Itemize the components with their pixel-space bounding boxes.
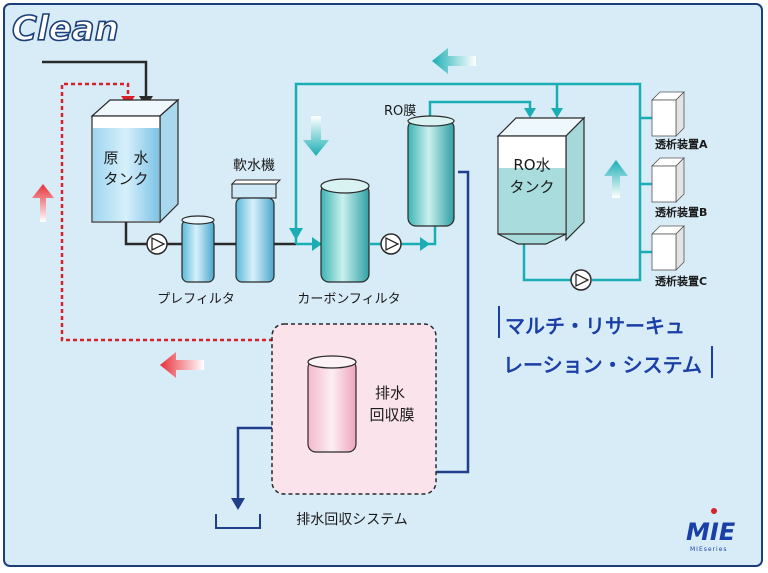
drain-arrow <box>231 498 245 510</box>
teal-up-arrow <box>604 160 628 198</box>
carbon-filter-vessel <box>320 178 370 283</box>
ro-tank-label-2: タンク <box>509 178 554 196</box>
system-title: マルチ・リサーキュ レーション・システム <box>498 306 713 378</box>
prefilter-label: プレフィルタ <box>157 292 235 307</box>
dialysis-unit-a <box>651 91 685 137</box>
loop-down-arrow <box>289 228 303 240</box>
ro-membrane-label: RO膜 <box>384 104 416 119</box>
red-left-arrow <box>160 352 204 378</box>
teal-down-arrow <box>303 116 329 156</box>
dialysis-label-a: 透析装置A <box>655 137 708 151</box>
system-title-line-2: レーション・システム <box>503 353 702 377</box>
dialysis-branches <box>640 116 652 254</box>
loop-return-arrow <box>551 108 563 118</box>
dialysis-unit-c <box>651 225 685 271</box>
prefilter-vessel <box>181 215 215 283</box>
raw-tank-label-1: 原 水 <box>103 149 148 167</box>
drain-basin <box>215 514 261 529</box>
drain-system-label: 排水回収システム <box>296 512 408 528</box>
ro-permeate-arrow <box>524 108 536 118</box>
mie-logo: MIE MIEseries <box>686 508 736 553</box>
drain-membrane-label-1: 排水 <box>375 384 405 402</box>
softener-label: 軟水機 <box>233 158 275 174</box>
teal-left-arrow <box>432 48 476 74</box>
ro-membrane-vessel <box>407 115 455 227</box>
ro-tank-label-1: RO水 <box>513 156 550 174</box>
logo-main: MIE <box>686 518 736 546</box>
softener-vessel <box>230 179 282 283</box>
raw-water-tank: 原 水 タンク <box>90 98 180 224</box>
pump-2 <box>380 233 402 255</box>
red-up-arrow <box>32 184 54 222</box>
carbon-inlet-arrow <box>312 237 322 251</box>
ro-tank-outlet-pipe <box>522 240 572 282</box>
dialysis-unit-b <box>651 157 685 203</box>
drain-membrane-vessel <box>307 355 357 453</box>
concentrate-pipe <box>406 170 470 474</box>
ro-loop-pipe <box>294 82 642 282</box>
ro-permeate-pipe <box>428 100 532 122</box>
dialysis-label-c: 透析装置C <box>655 274 707 288</box>
inlet-pipe <box>42 60 148 106</box>
drain-membrane-label-2: 回収膜 <box>369 406 414 424</box>
raw-outlet-pipe <box>124 218 148 246</box>
ro-inlet-arrow <box>420 237 430 251</box>
pump-3 <box>570 269 592 291</box>
header-title: Clean <box>12 9 119 49</box>
raw-tank-label-2: タンク <box>103 170 148 188</box>
carbon-filter-label: カーボンフィルタ <box>297 292 400 307</box>
system-title-line-1: マルチ・リサーキュ <box>505 314 685 338</box>
ro-water-tank: RO水 タンク <box>496 116 586 245</box>
pump-1 <box>146 233 168 255</box>
logo-sub: MIEseries <box>690 546 728 553</box>
ro-inlet-pipe <box>400 224 437 246</box>
dialysis-label-b: 透析装置B <box>655 205 707 219</box>
